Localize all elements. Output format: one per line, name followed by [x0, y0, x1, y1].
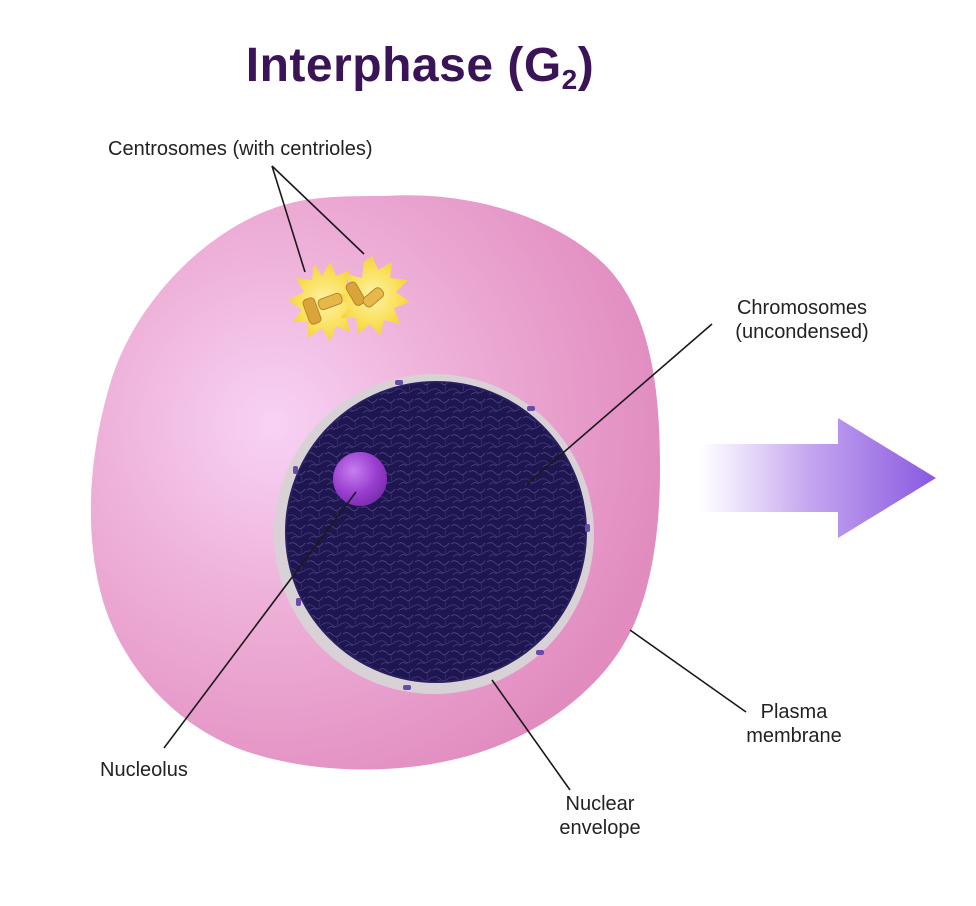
label-chromosomes-line1: Chromosomes — [736, 297, 868, 319]
leader-nuclear — [491, 679, 571, 791]
nucleus-chromatin — [286, 382, 586, 682]
label-chromosomes: Chromosomes (uncondensed) — [712, 296, 892, 344]
label-plasma-membrane: Plasma membrane — [734, 700, 854, 748]
label-plasma-line2: membrane — [746, 725, 842, 747]
label-nuclear-line1: Nuclear — [565, 793, 635, 815]
leader-plasma — [629, 629, 747, 713]
leader-chromosomes — [526, 323, 713, 485]
label-centrosomes: Centrosomes (with centrioles) — [108, 138, 373, 160]
nucleolus — [333, 452, 387, 506]
centrioles — [302, 281, 385, 325]
label-plasma-line1: Plasma — [760, 701, 828, 723]
progression-arrow — [700, 418, 936, 538]
label-nucleolus: Nucleolus — [100, 759, 188, 781]
leader-lines — [163, 165, 747, 791]
leader-centrosome-left — [271, 165, 306, 273]
label-nuclear-line2: envelope — [559, 817, 641, 839]
title-close: ) — [577, 39, 595, 92]
nuclear-pores — [293, 380, 590, 690]
leader-nucleolus — [163, 491, 357, 749]
label-nuclear-envelope: Nuclear envelope — [540, 792, 660, 840]
title-subscript: 2 — [561, 64, 578, 95]
label-chromosomes-line2: (uncondensed) — [735, 321, 869, 343]
title-text: Interphase (G — [245, 39, 562, 92]
leader-centrosome-right — [271, 165, 365, 255]
diagram-title: Interphase (G2) — [0, 38, 840, 95]
